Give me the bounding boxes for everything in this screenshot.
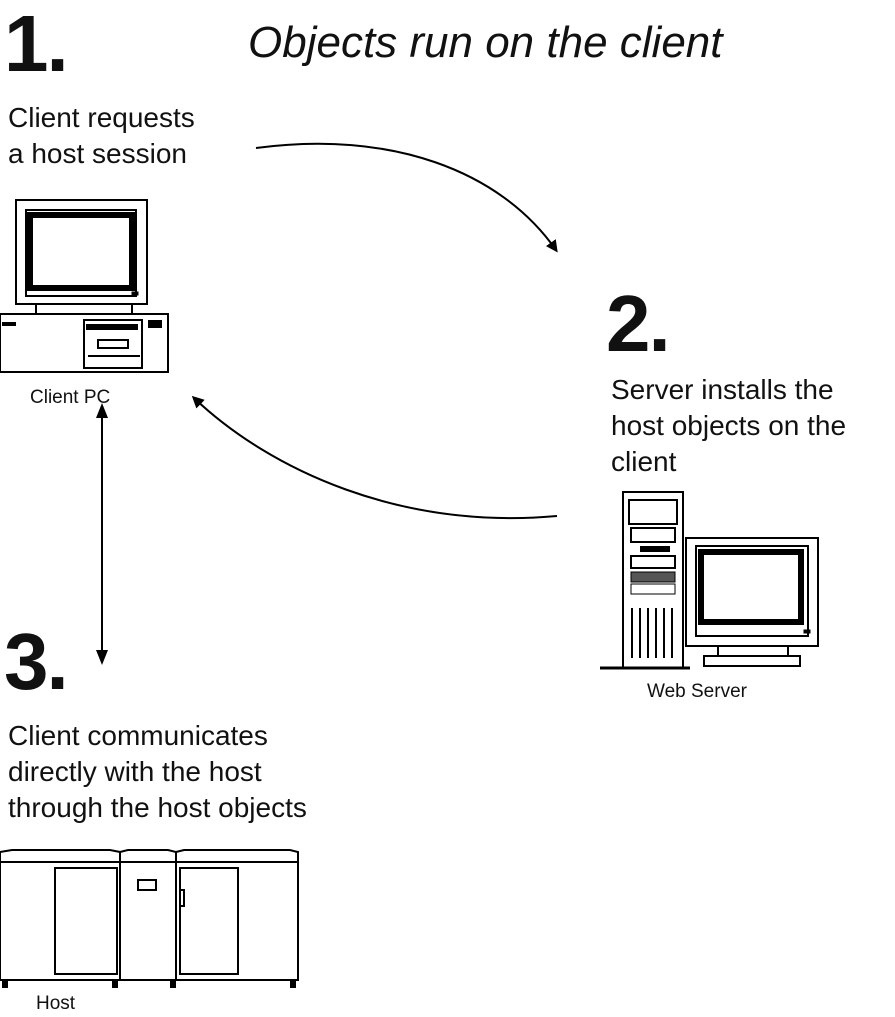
step-1-number: 1.	[4, 0, 69, 88]
web-server-label: Web Server	[647, 681, 747, 702]
communicate-arrow	[96, 403, 108, 665]
request-arrow	[255, 142, 558, 253]
host-mainframe-icon	[0, 849, 299, 988]
step-2-text: Server installs the host objects on the …	[611, 374, 847, 477]
step-2-number: 2.	[606, 279, 671, 368]
client-pc-icon	[0, 199, 169, 373]
step-3-number: 3.	[4, 617, 69, 706]
step-3-text: Client communicates directly with the ho…	[8, 720, 307, 823]
web-server-icon	[600, 491, 819, 670]
host-label: Host	[36, 993, 76, 1014]
client-pc-label: Client PC	[30, 387, 111, 408]
diagram-title: Objects run on the client	[248, 18, 723, 67]
step-1-text: Client requests a host session	[8, 102, 195, 169]
install-arrow	[191, 395, 558, 520]
